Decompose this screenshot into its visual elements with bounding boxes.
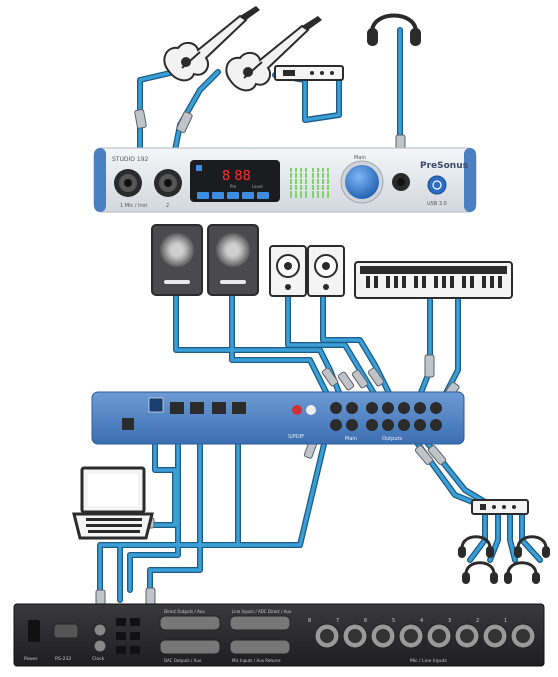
- combo-input-1[interactable]: [114, 169, 142, 197]
- line-output-jacks[interactable]: [366, 402, 442, 431]
- display-button-1[interactable]: [197, 192, 209, 199]
- svg-text:5: 5: [392, 618, 395, 624]
- svg-text:8: 8: [308, 618, 311, 624]
- spdif-ports[interactable]: [292, 405, 316, 415]
- lightpipe-ports[interactable]: [170, 402, 246, 414]
- studio-monitor-icon: [151, 224, 203, 296]
- rack-label-power: Power: [24, 656, 38, 662]
- studio-front-panel: STUDIO 192 1 Mic / Inst 2 8 88 Pre Level: [93, 147, 477, 213]
- headphones-icon: [514, 535, 550, 558]
- main-output-jacks[interactable]: [330, 402, 358, 431]
- rear-label-outputs: Outputs: [382, 436, 402, 442]
- display-button-3[interactable]: [227, 192, 239, 199]
- power-inlet[interactable]: [122, 418, 134, 430]
- headphones-icon: [504, 561, 540, 584]
- combo-input-2[interactable]: [154, 169, 182, 197]
- front-model-label: STUDIO 192: [112, 156, 149, 163]
- db25-dac-outputs[interactable]: [159, 639, 221, 655]
- input-label-1: 1 Mic / Inst: [120, 203, 147, 209]
- bnc-clock-in[interactable]: [93, 623, 107, 637]
- main-volume-knob[interactable]: [340, 160, 384, 204]
- cables: [95, 27, 543, 609]
- rack-effects-unit: [274, 65, 344, 81]
- rear-label-spdif: S/PDIF: [288, 434, 304, 440]
- rack-label-dac-out: DAC Outputs / Aux: [164, 658, 202, 663]
- input-label-2: 2: [166, 203, 169, 209]
- rs232-port[interactable]: [53, 623, 79, 639]
- svg-text:6: 6: [364, 618, 367, 624]
- rack-power-switch[interactable]: [28, 620, 40, 642]
- display-sub-pre: Pre: [230, 184, 237, 189]
- display-button-5[interactable]: [257, 192, 269, 199]
- studio-monitor-icon: [207, 224, 259, 296]
- usb-label: USB 3.0: [427, 201, 447, 207]
- usb-port[interactable]: [148, 397, 164, 413]
- keyboard-synth-icon: [354, 261, 513, 299]
- rack-label-clock: Clock: [92, 656, 105, 662]
- xlr-channel-numbers: 8 7 6 5 4 3 2 1: [308, 618, 507, 624]
- display-button-2[interactable]: [212, 192, 224, 199]
- svg-text:1: 1: [504, 618, 507, 624]
- optical-ports[interactable]: [116, 618, 140, 654]
- laptop-icon: [72, 466, 154, 540]
- rack-label-mic-line: Mic / Line Inputs: [410, 658, 447, 664]
- rear-label-main: Main: [345, 436, 357, 442]
- display-sub-level: Level: [252, 184, 263, 189]
- electric-guitar-icon: [225, 16, 322, 92]
- level-meters: [289, 168, 331, 198]
- rack-label-mic-in: Mic Inputs / Aux Returns: [232, 658, 281, 663]
- headphones-icon: [462, 561, 498, 584]
- studio-monitor-icon: [307, 245, 345, 297]
- rack-label-direct-out: Direct Outputs / Aux: [164, 609, 205, 614]
- studio-rear-panel: S/PDIF Main Outputs: [91, 391, 465, 445]
- front-display: 8 88 Pre Level: [190, 160, 280, 202]
- rack-label-line-in: Line Inputs / ADC Direct / Aux: [232, 609, 292, 614]
- display-button-4[interactable]: [242, 192, 254, 199]
- knob-label: Main: [354, 155, 366, 161]
- headphones-icon: [458, 535, 494, 558]
- bnc-clock-out[interactable]: [93, 639, 107, 653]
- rack-interface-unit: Power RS-232 Clock Direct Outputs / Aux …: [13, 603, 545, 667]
- svg-text:2: 2: [476, 618, 479, 624]
- studio-monitor-icon: [269, 245, 307, 297]
- headphone-jack[interactable]: [392, 173, 410, 191]
- rack-label-rs232: RS-232: [55, 656, 71, 662]
- svg-text:4: 4: [420, 618, 423, 624]
- svg-text:3: 3: [448, 618, 451, 624]
- power-button[interactable]: [427, 175, 447, 195]
- db25-mic-inputs[interactable]: [229, 639, 291, 655]
- xlr-inputs[interactable]: [314, 623, 536, 649]
- db25-line-inputs[interactable]: [229, 615, 291, 631]
- db25-direct-outputs[interactable]: [159, 615, 221, 631]
- headphone-splitter-icon: [471, 499, 529, 515]
- display-digits: 8 88: [222, 169, 251, 184]
- electric-guitar-icon: [163, 6, 260, 82]
- brand-label: PreSonus: [420, 161, 468, 171]
- svg-text:7: 7: [336, 618, 339, 624]
- headphones-icon: [367, 13, 421, 46]
